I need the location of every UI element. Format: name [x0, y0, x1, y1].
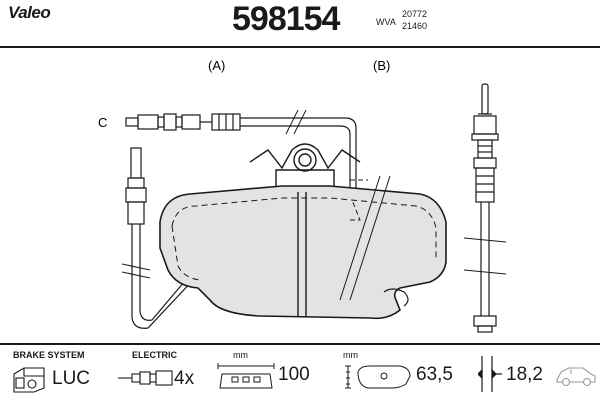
width-unit: mm: [233, 350, 248, 360]
car-icon: [556, 367, 596, 387]
pad-clip: [249, 143, 361, 186]
wva-label: WVA: [376, 17, 396, 27]
header-divider: [0, 46, 600, 48]
brand-logo: Valeo: [8, 3, 51, 22]
footer-divider: [0, 343, 600, 345]
pad-thickness-icon: [478, 356, 502, 392]
brake-system-value: LUC: [52, 368, 91, 389]
part-number: 598154: [232, 0, 340, 38]
pad-width-icon: [217, 363, 275, 389]
view-label-b: (B): [373, 58, 390, 73]
sensor-connector-icon: [125, 113, 241, 131]
sensor-wire-b: [350, 179, 368, 221]
height-value: 63,5: [416, 364, 453, 385]
pad-height-icon: [345, 365, 411, 389]
brake-system-label: BRAKE SYSTEM: [13, 350, 85, 360]
wva-number-2: 21460: [402, 21, 428, 31]
electric-value: 4x: [174, 368, 195, 389]
wire-label-c: C: [98, 115, 107, 130]
electric-label: ELECTRIC: [132, 350, 177, 360]
thickness-value: 18,2: [506, 364, 543, 385]
break-mark: [463, 237, 507, 275]
wva-number-1: 20772: [402, 9, 428, 19]
width-value: 100: [278, 364, 310, 385]
side-view-sensor: [471, 83, 499, 333]
break-mark: [339, 175, 391, 301]
sensor-wire-icon: [118, 370, 173, 386]
view-label-a: (A): [208, 58, 225, 73]
break-mark: [285, 109, 307, 135]
brake-pad-body: [159, 185, 447, 320]
sensor-wire: [240, 117, 357, 220]
brake-caliper-icon: [13, 367, 45, 393]
brake-pad-drawing: (A) (B) C: [98, 58, 507, 333]
wva-numbers: 20772 21460: [402, 8, 427, 32]
break-mark: [121, 263, 151, 279]
height-unit: mm: [343, 350, 358, 360]
